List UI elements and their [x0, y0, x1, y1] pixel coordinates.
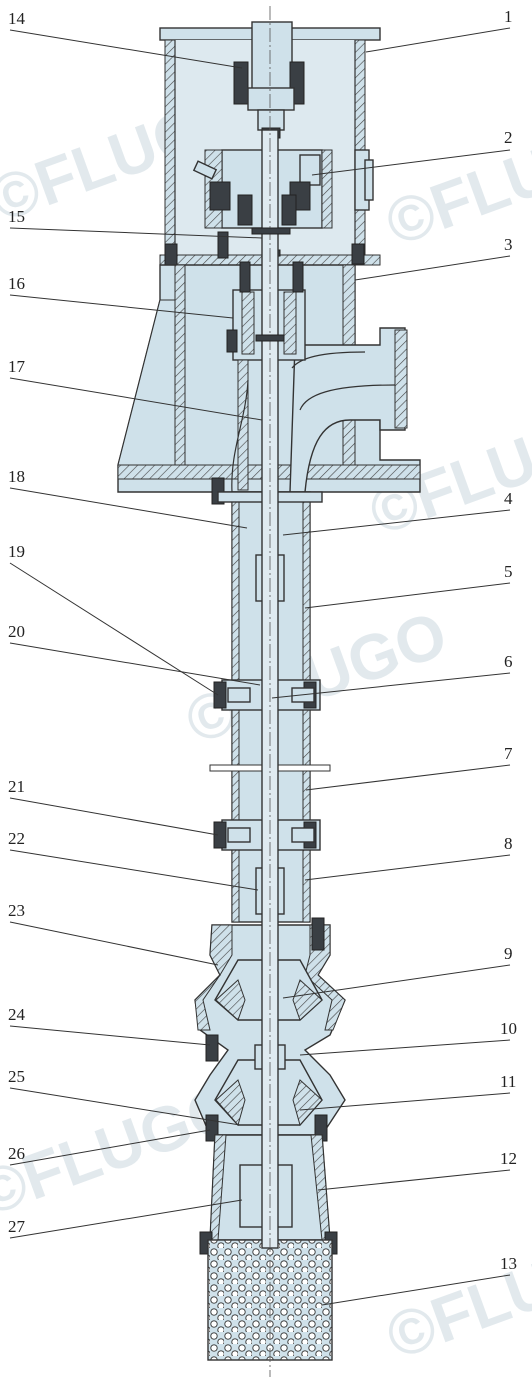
- callout-12: 12: [500, 1149, 517, 1168]
- callout-21: 21: [8, 777, 25, 796]
- callout-2: 2: [504, 128, 513, 147]
- callout-18: 18: [8, 467, 25, 486]
- watermark-3: ©FLUGO: [177, 597, 456, 757]
- callout-25: 25: [8, 1067, 25, 1086]
- callout-9: 9: [504, 944, 513, 963]
- callout-23: 23: [8, 901, 25, 920]
- callout-8: 8: [504, 834, 513, 853]
- callout-19: 19: [8, 542, 25, 561]
- callout-6: 6: [504, 652, 513, 671]
- callouts-left: 14 15 16 17 18 19 20 21 22 23 24 25 26 2…: [8, 9, 263, 1239]
- callout-22: 22: [8, 829, 25, 848]
- callout-17: 17: [8, 357, 26, 376]
- callout-10: 10: [500, 1019, 517, 1038]
- callout-27: 27: [8, 1217, 26, 1236]
- callout-16: 16: [8, 274, 25, 293]
- callout-4: 4: [504, 489, 513, 508]
- callouts-right: 1 2 3 4 5 6 7 8 9 10 11 12 13: [271, 7, 517, 1306]
- callout-14: 14: [8, 9, 26, 28]
- callout-7: 7: [504, 744, 513, 763]
- callout-15: 15: [8, 207, 25, 226]
- callout-26: 26: [8, 1144, 25, 1163]
- callout-5: 5: [504, 562, 513, 581]
- callout-11: 11: [500, 1072, 516, 1091]
- callout-24: 24: [8, 1005, 26, 1024]
- callout-20: 20: [8, 622, 25, 641]
- pump-shaft: [251, 6, 291, 1377]
- discharge-head: [117, 261, 421, 505]
- callout-3: 3: [504, 235, 513, 254]
- callout-13: 13: [500, 1254, 517, 1273]
- callout-1: 1: [504, 7, 513, 26]
